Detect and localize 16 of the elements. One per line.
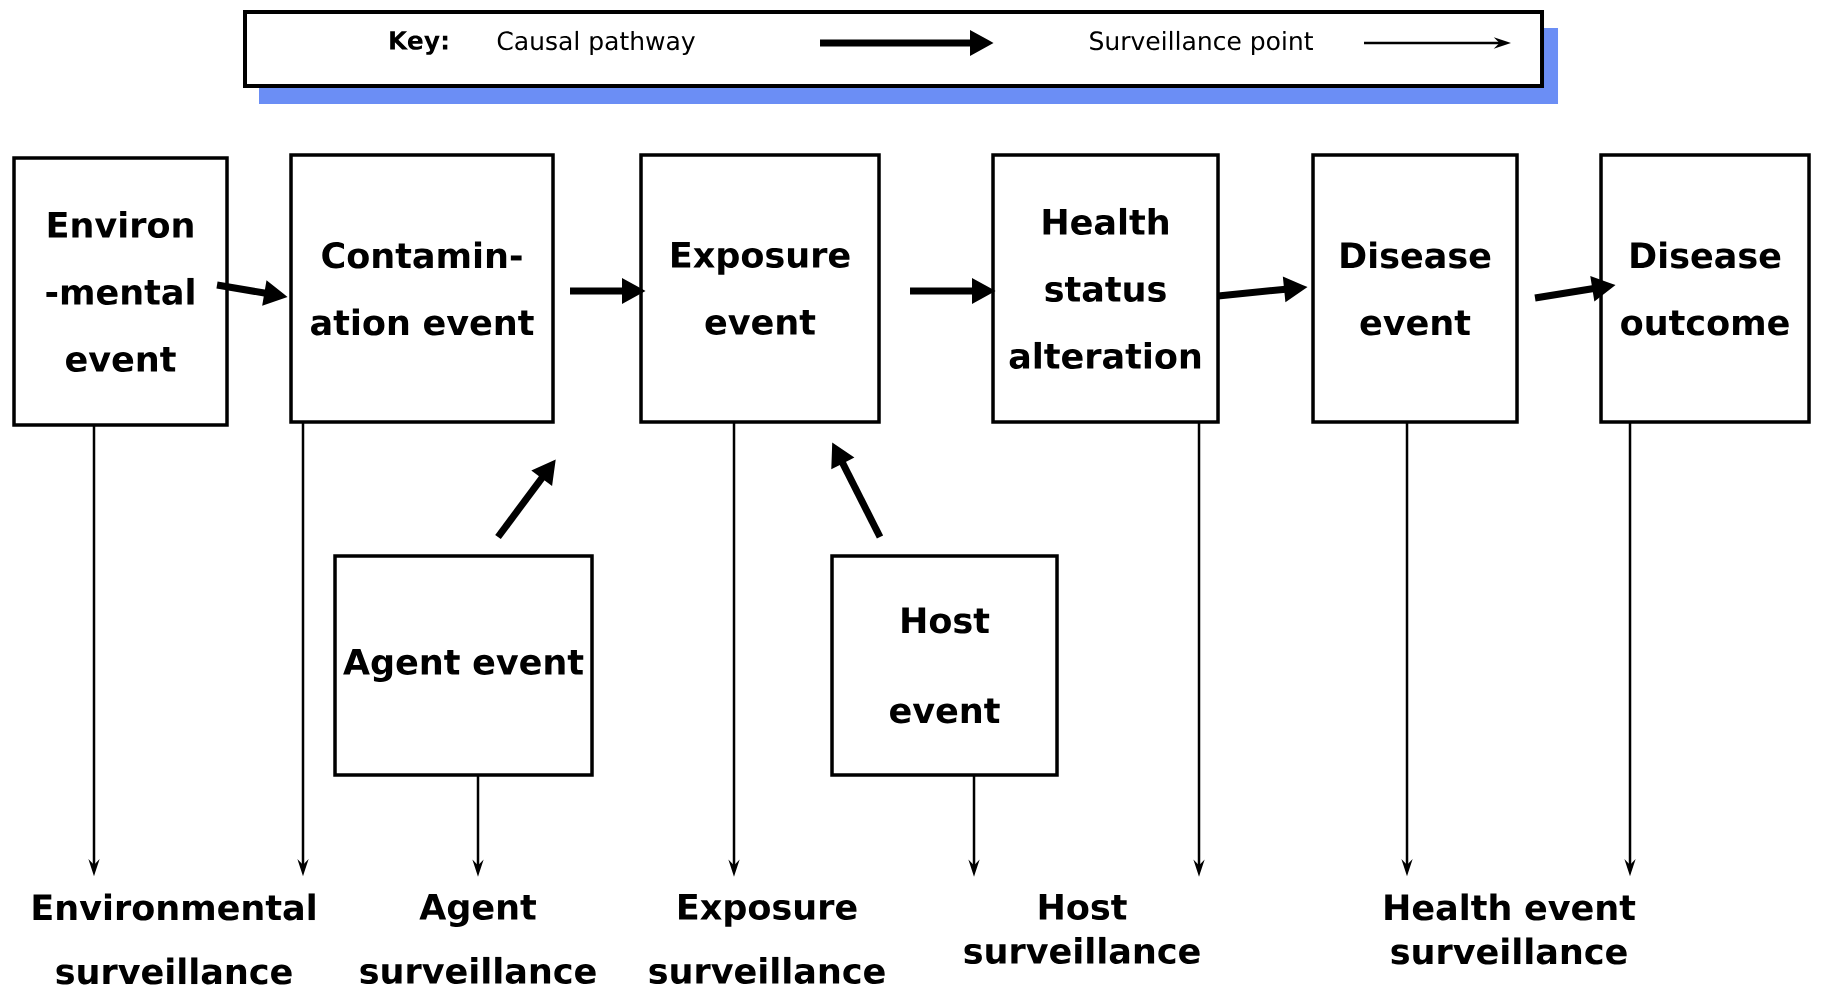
event-box: Health status alteration — [991, 153, 1220, 424]
category-label: Host surveillance — [964, 894, 1200, 964]
event-box: Exposure event — [639, 153, 881, 424]
category-label: Exposure surveillance — [649, 894, 885, 984]
category-label: Agent surveillance — [360, 894, 596, 984]
event-box: Environ -mental event — [12, 156, 229, 427]
event-box: Host event — [830, 554, 1059, 777]
category-label: Health event surveillance — [1385, 893, 1636, 965]
event-box: Disease event — [1311, 153, 1519, 424]
category-label: Environmental surveillance — [33, 893, 315, 985]
key-label: Key: — [390, 31, 448, 55]
event-box: Agent event — [333, 554, 594, 777]
event-box: Disease outcome — [1599, 153, 1811, 424]
legend-label: Surveillance point — [1090, 30, 1313, 56]
event-box: Contamin- ation event — [289, 153, 555, 424]
legend-label: Causal pathway — [497, 30, 695, 56]
